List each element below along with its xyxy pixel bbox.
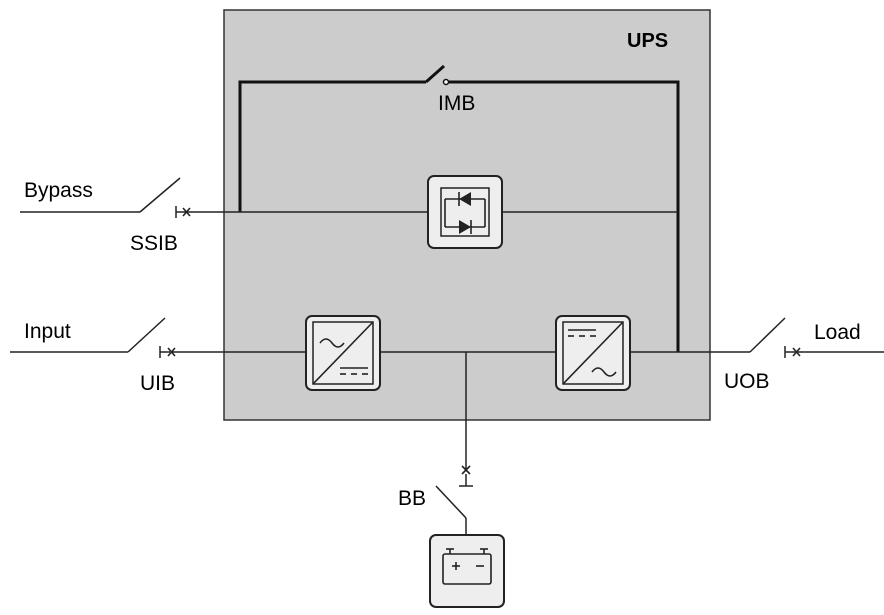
- bypass-label: Bypass: [24, 179, 93, 202]
- ups-title: UPS: [627, 30, 668, 52]
- uob-label: UOB: [724, 370, 770, 393]
- inverter-icon: [555, 315, 631, 391]
- load-label: Load: [814, 321, 861, 344]
- uib-label: UIB: [140, 372, 175, 395]
- static-switch-icon: [427, 175, 503, 249]
- maintenance-bypass-path: [238, 64, 680, 352]
- input-label: Input: [24, 320, 71, 343]
- battery-icon: [429, 534, 505, 608]
- battery-branch: [435, 352, 473, 535]
- load-line: [749, 317, 884, 358]
- bb-label: BB: [398, 487, 426, 510]
- imb-label: IMB: [438, 92, 475, 115]
- ssib-label: SSIB: [130, 232, 178, 255]
- bypass-line: [20, 177, 678, 218]
- rectifier-icon: [305, 315, 381, 391]
- input-line: [10, 317, 750, 358]
